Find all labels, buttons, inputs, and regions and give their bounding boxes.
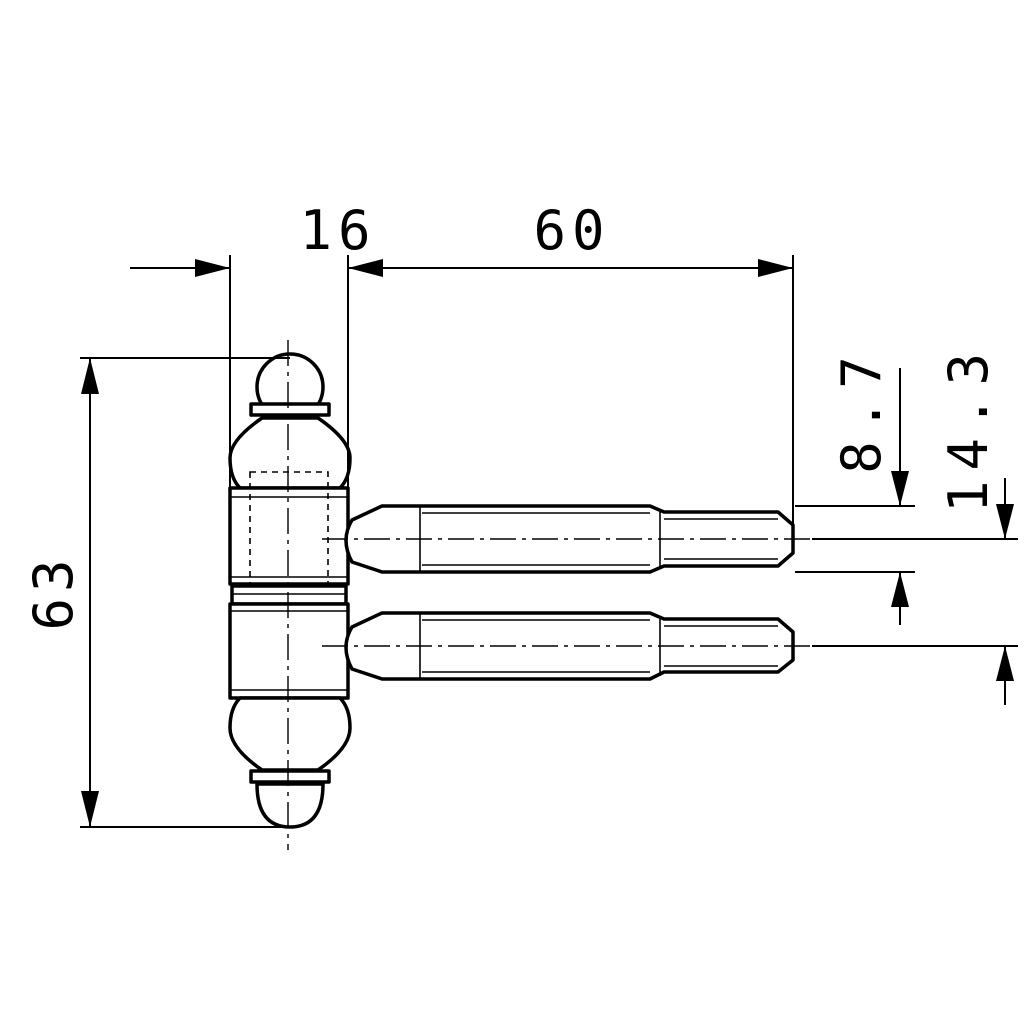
dim-label-pin-spacing: 14.3: [937, 343, 1000, 513]
dim-label-pin-length: 60: [533, 199, 610, 262]
upper-pin-shank: [344, 504, 795, 574]
dim-label-head-width: 16: [299, 199, 376, 262]
bottom-finial: [255, 782, 325, 829]
top-collar: [249, 402, 331, 417]
dim-label-total-height: 63: [22, 553, 85, 630]
arrowhead: [891, 572, 909, 607]
arrowhead: [891, 471, 909, 506]
arrowhead: [195, 259, 230, 277]
arrowhead: [81, 791, 99, 827]
joint-ring: [230, 584, 348, 606]
bottom-collar: [249, 769, 331, 784]
lower-pin: [344, 611, 795, 681]
dim-label-pin-diameter: 8.7: [830, 346, 893, 474]
arrowhead: [81, 358, 99, 394]
hinge-body: [228, 352, 352, 829]
hidden-bore: [249, 471, 329, 585]
upper-knuckle: [228, 486, 350, 586]
upper-pin: [344, 504, 795, 574]
lower-knuckle: [228, 602, 350, 700]
arrowhead: [996, 504, 1014, 539]
arrowhead: [758, 259, 793, 277]
top-bulb: [228, 416, 352, 490]
dimension-lines: [80, 255, 1018, 828]
bottom-bulb: [228, 696, 352, 772]
arrowhead: [348, 259, 383, 277]
center-lines: [287, 340, 812, 850]
lower-pin-shank: [344, 611, 795, 681]
arrowhead: [996, 646, 1014, 681]
dimension-labels: 16 60 63 8.7 14.3: [22, 199, 1000, 631]
